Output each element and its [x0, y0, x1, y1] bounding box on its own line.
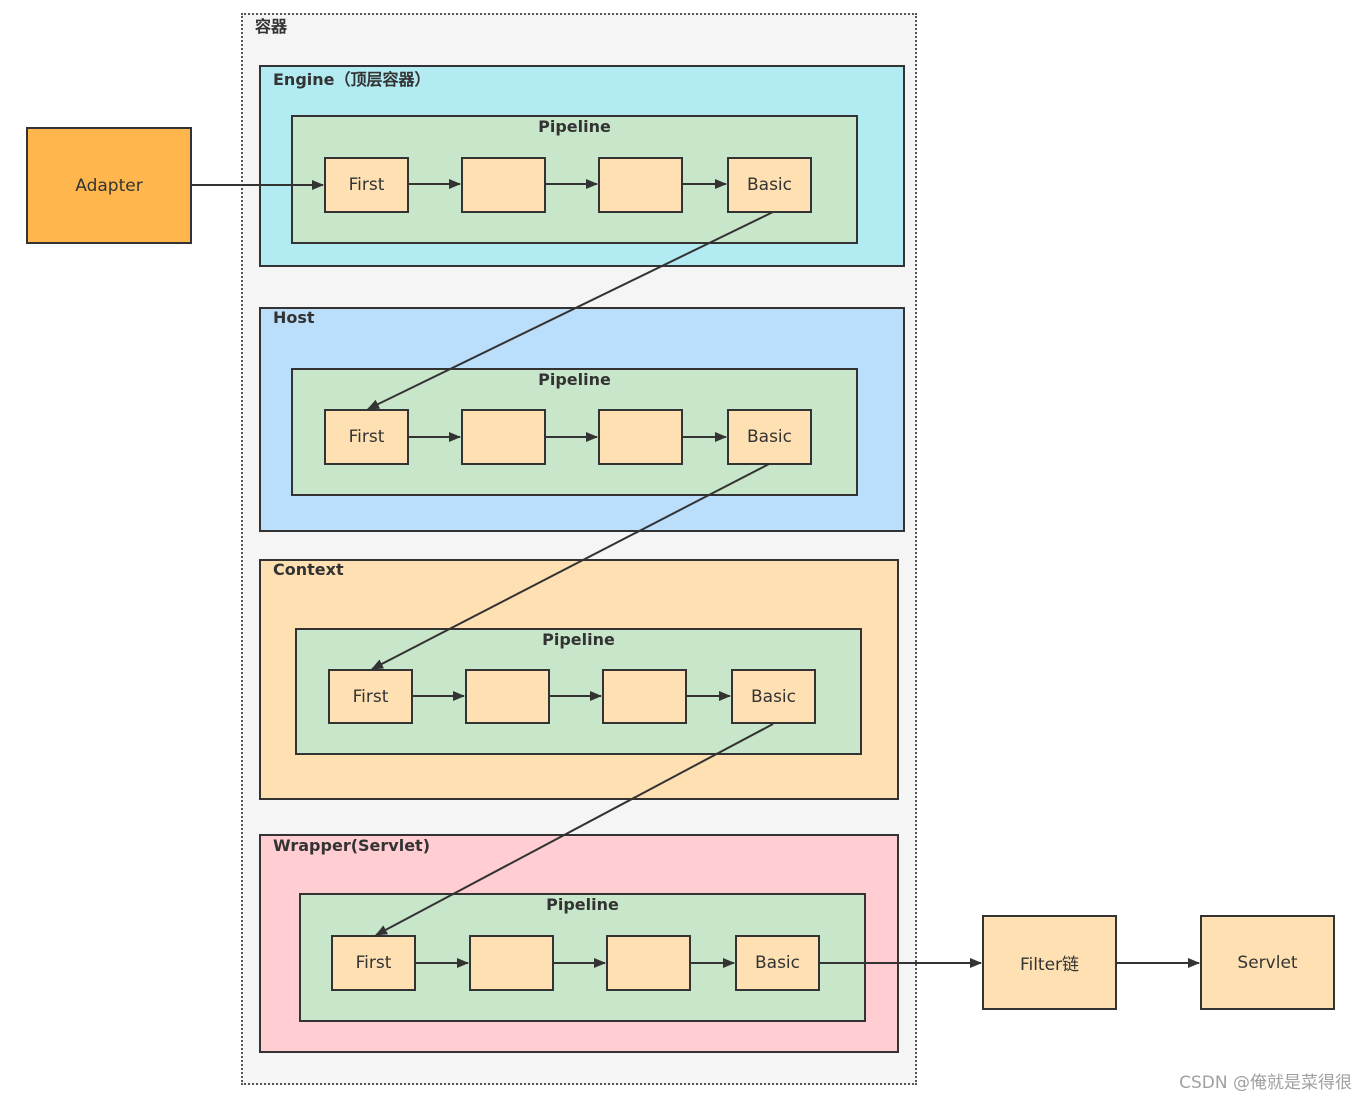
wrapper-valve-3: [606, 935, 691, 991]
wrapper-pipeline-title: Pipeline: [546, 895, 619, 914]
container-title: 容器: [255, 17, 288, 36]
host-title: Host: [273, 308, 315, 327]
context-basic-valve: Basic: [731, 669, 816, 724]
context-valve-3: [602, 669, 687, 724]
servlet-node: Servlet: [1200, 915, 1335, 1010]
adapter-node: Adapter: [26, 127, 192, 244]
host-pipeline-title: Pipeline: [538, 370, 611, 389]
wrapper-basic-valve: Basic: [735, 935, 820, 991]
engine-basic-valve: Basic: [727, 157, 812, 213]
context-pipeline-title: Pipeline: [542, 630, 615, 649]
host-first-valve: First: [324, 409, 409, 465]
filter-chain-node: Filter链: [982, 915, 1117, 1010]
engine-title: Engine（顶层容器）: [273, 70, 431, 89]
host-valve-2: [461, 409, 546, 465]
host-basic-valve: Basic: [727, 409, 812, 465]
wrapper-first-valve: First: [331, 935, 416, 991]
engine-valve-2: [461, 157, 546, 213]
context-title: Context: [273, 560, 344, 579]
engine-pipeline-title: Pipeline: [538, 117, 611, 136]
engine-valve-3: [598, 157, 683, 213]
context-first-valve: First: [328, 669, 413, 724]
wrapper-valve-2: [469, 935, 554, 991]
host-valve-3: [598, 409, 683, 465]
wrapper-title: Wrapper(Servlet): [273, 836, 431, 855]
context-valve-2: [465, 669, 550, 724]
engine-first-valve: First: [324, 157, 409, 213]
watermark: CSDN @俺就是菜得很: [1179, 1073, 1352, 1093]
